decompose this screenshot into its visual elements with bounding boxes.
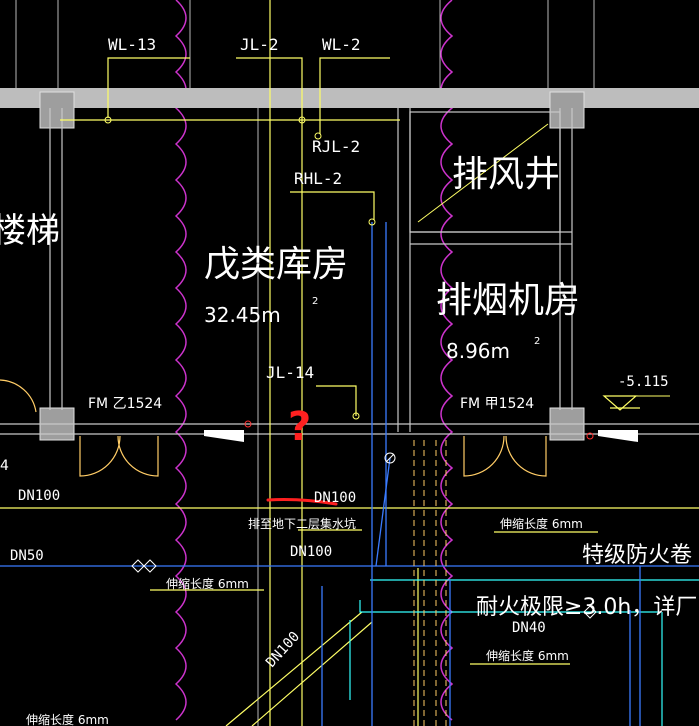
walls xyxy=(0,108,699,435)
label-fm-a: FM 甲1524 xyxy=(460,396,534,412)
label-expansion-bottom: 伸缩长度 6mm xyxy=(26,712,109,726)
label-jl2: JL-2 xyxy=(240,35,279,54)
label-pump-note: 排至地下二层集水坑 xyxy=(248,516,356,531)
label-fire-limit: 耐火极限≥3.0h，详厂 xyxy=(476,595,697,620)
label-expansion-right: 伸缩长度 6mm xyxy=(500,516,583,531)
label-dn50: DN50 xyxy=(10,548,44,564)
revision-clouds xyxy=(174,0,454,721)
room-smoke-area-sup: 2 xyxy=(534,336,540,347)
label-rjl2: RJL-2 xyxy=(312,137,360,156)
top-beam xyxy=(0,88,699,108)
label-wl13: WL-13 xyxy=(108,35,156,54)
room-exhaust-shaft: 排风井 xyxy=(452,154,560,195)
label-left-4: 4 xyxy=(0,458,9,474)
label-expansion-left: 伸缩长度 6mm xyxy=(166,576,249,591)
shaft-diagonal xyxy=(417,123,549,223)
label-stair: 楼梯 xyxy=(0,211,60,251)
label-jl14: JL-14 xyxy=(266,363,314,382)
label-rhl2: RHL-2 xyxy=(294,169,342,188)
label-wl2: WL-2 xyxy=(322,35,361,54)
room-smoke-exhaust: 排烟机房 xyxy=(436,280,580,321)
red-question-mark: ? xyxy=(288,404,311,450)
label-dn100-left: DN100 xyxy=(18,488,60,504)
reference-lines xyxy=(15,0,595,726)
label-dn100-mid: DN100 xyxy=(314,490,356,506)
label-dn100-lower: DN100 xyxy=(290,544,332,560)
room-storage: 戊类库房 xyxy=(204,244,348,285)
room-smoke-area: 8.96m xyxy=(446,339,510,363)
doors xyxy=(0,379,547,477)
dashed-lines xyxy=(413,440,447,726)
cyan-pipes xyxy=(349,579,699,726)
blue-pipes xyxy=(0,222,699,726)
red-markup xyxy=(266,498,338,506)
label-elevation: -5.115 xyxy=(618,374,669,390)
label-dn100-diag: DN100 xyxy=(263,629,303,671)
pipe-fittings xyxy=(104,116,597,619)
room-storage-area-sup: 2 xyxy=(312,296,318,307)
label-expansion-lower: 伸缩长度 6mm xyxy=(486,648,569,663)
label-fm-b: FM 乙1524 xyxy=(88,396,162,412)
label-fire-shutter: 特级防火卷 xyxy=(582,543,692,568)
door-markers xyxy=(204,420,638,442)
label-dn40: DN40 xyxy=(512,620,546,636)
room-storage-area: 32.45m xyxy=(204,303,281,327)
